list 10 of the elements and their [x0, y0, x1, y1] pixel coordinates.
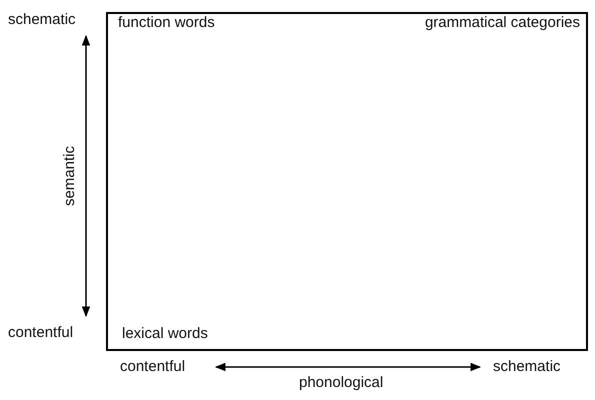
axis-label: phonological: [299, 374, 384, 392]
quadrant-box: [106, 12, 588, 351]
axis-label: contentful: [8, 324, 74, 342]
category-label: function words: [118, 14, 215, 32]
axis-label: schematic: [8, 11, 76, 29]
category-label: grammatical categories: [424, 14, 580, 32]
axis-label: schematic: [493, 358, 561, 376]
axis-label: semantic: [61, 146, 79, 206]
category-label: lexical words: [122, 325, 208, 343]
axis-label: contentful: [120, 358, 186, 376]
